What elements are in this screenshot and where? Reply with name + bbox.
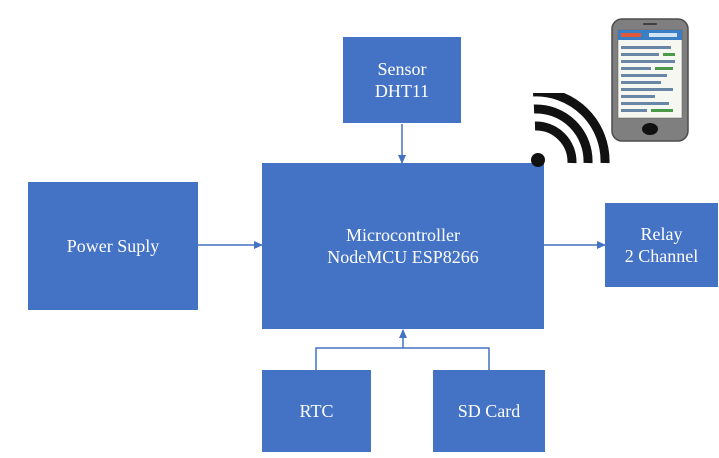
rtc-label: RTC [299,401,334,421]
sd-card-label: SD Card [457,401,521,421]
rtc-block: RTC [262,370,371,452]
microcontroller-block: Microcontroller NodeMCU ESP8266 [262,163,544,329]
smartphone-icon [611,18,689,142]
sensor-label: Sensor [377,59,427,79]
rtc-sd-bus-line [315,347,490,370]
sd-card-block: SD Card [433,370,545,452]
sensor-model-label: DHT11 [374,81,430,101]
relay-label: Relay [640,224,683,244]
sensor-dht11-block: Sensor DHT11 [343,37,461,123]
relay-channel-label: 2 Channel [624,246,699,266]
wifi-icon [531,93,610,167]
microcontroller-label: Microcontroller [346,225,460,245]
power-supply-label: Power Suply [66,236,160,256]
relay-block: Relay 2 Channel [605,203,718,287]
microcontroller-model-label: NodeMCU ESP8266 [327,247,479,267]
power-supply-block: Power Suply [28,182,198,310]
